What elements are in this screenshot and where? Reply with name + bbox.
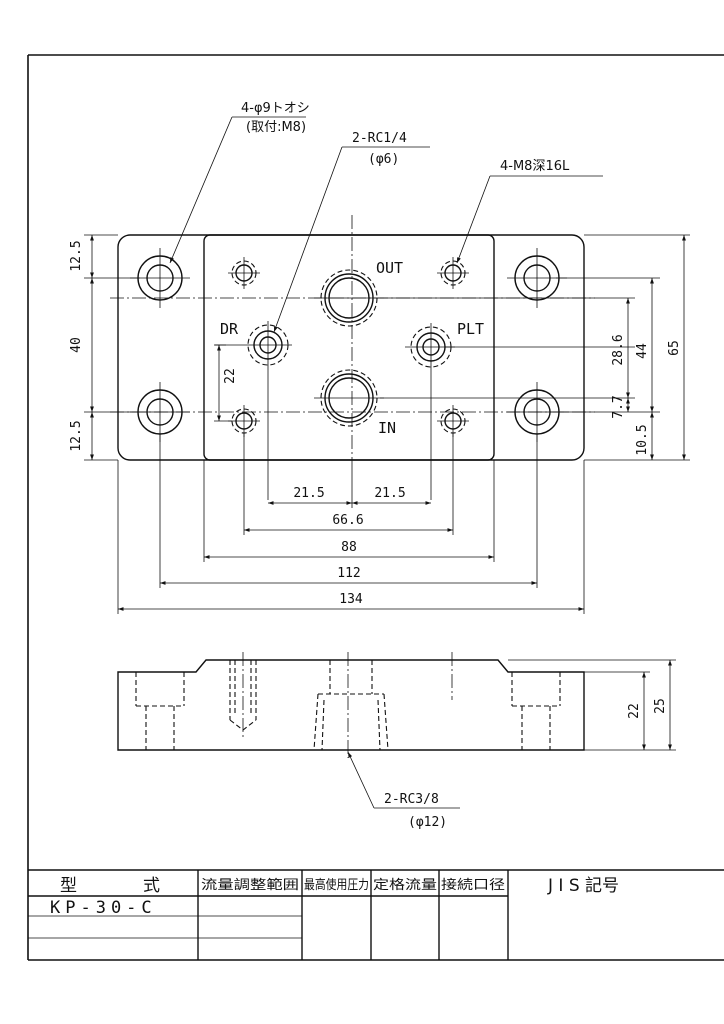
label-dr: DR bbox=[220, 320, 239, 338]
leader-dr-plt-ports bbox=[273, 146, 430, 333]
plt-port bbox=[405, 323, 455, 500]
dim-right-28-6: 28.6 bbox=[611, 334, 626, 365]
dim-side-25: 25 bbox=[653, 698, 668, 714]
label-out: OUT bbox=[376, 259, 403, 277]
callout-tapped-holes: 4-M8深16L bbox=[500, 159, 570, 174]
left-dimensions bbox=[84, 234, 232, 461]
callout-mount-holes-note: (取付:M8) bbox=[246, 120, 306, 135]
tapped-hole-tl bbox=[228, 257, 260, 289]
drawing-frame bbox=[27, 54, 724, 961]
dim-left-12-5-bottom: 12.5 bbox=[69, 420, 84, 451]
dim-right-7-7: 7.7 bbox=[611, 395, 626, 418]
label-in: IN bbox=[378, 419, 396, 437]
dim-h-66-6: 66.6 bbox=[332, 513, 363, 528]
callout-in-out-ports: 2-RC3/8 bbox=[384, 792, 439, 807]
dim-h-21-5-right: 21.5 bbox=[374, 486, 405, 501]
dim-side-22: 22 bbox=[627, 703, 642, 719]
callout-dr-plt-ports: 2-RC1/4 bbox=[352, 131, 407, 146]
dr-port bbox=[215, 321, 292, 500]
callout-dr-plt-ports-note: (φ6) bbox=[368, 152, 399, 167]
out-port bbox=[314, 269, 384, 327]
label-plt: PLT bbox=[457, 320, 484, 338]
tapped-hole-tr bbox=[437, 257, 469, 289]
side-view: 22 25 2-RC3/8 (φ12) bbox=[117, 652, 676, 830]
dim-left-22: 22 bbox=[223, 368, 238, 384]
side-outline bbox=[117, 659, 585, 751]
in-port bbox=[314, 369, 384, 427]
title-block bbox=[28, 869, 724, 960]
title-port-size: 接続口径 bbox=[441, 877, 505, 893]
dim-h-112: 112 bbox=[337, 566, 360, 581]
dim-left-12-5-top: 12.5 bbox=[69, 240, 84, 271]
dim-h-21-5-left: 21.5 bbox=[293, 486, 324, 501]
dim-h-134: 134 bbox=[339, 592, 363, 607]
dim-right-65: 65 bbox=[667, 340, 682, 356]
title-jis-symbol: J I S 記号 bbox=[547, 876, 619, 896]
callout-in-out-ports-note: (φ12) bbox=[408, 815, 447, 830]
right-dimensions bbox=[380, 234, 690, 461]
leader-mount-holes bbox=[169, 116, 306, 264]
title-model-value: KP-30-C bbox=[50, 898, 157, 918]
dim-right-10-5: 10.5 bbox=[635, 424, 650, 455]
title-rated-flow: 定格流量 bbox=[373, 877, 437, 893]
plan-view: OUT IN DR PLT 4-φ9トオシ (取付:M8) 2-RC1/4 (φ… bbox=[69, 101, 690, 614]
leader-tapped-holes bbox=[456, 175, 603, 264]
title-flow-adjust-range: 流量調整範囲 bbox=[201, 878, 299, 893]
dim-right-44: 44 bbox=[635, 343, 650, 359]
title-max-pressure: 最高使用圧力 bbox=[304, 877, 369, 893]
horizontal-dimensions bbox=[117, 433, 585, 614]
dim-left-40: 40 bbox=[69, 337, 84, 353]
callout-mount-holes: 4-φ9トオシ bbox=[241, 101, 310, 116]
title-model-header-a: 型 bbox=[60, 876, 77, 896]
tapped-hole-bl bbox=[228, 405, 260, 437]
dim-h-88: 88 bbox=[341, 540, 357, 555]
title-model-header-b: 式 bbox=[143, 876, 160, 896]
valve-pad-outline bbox=[203, 234, 495, 461]
tapped-hole-br bbox=[437, 405, 469, 437]
